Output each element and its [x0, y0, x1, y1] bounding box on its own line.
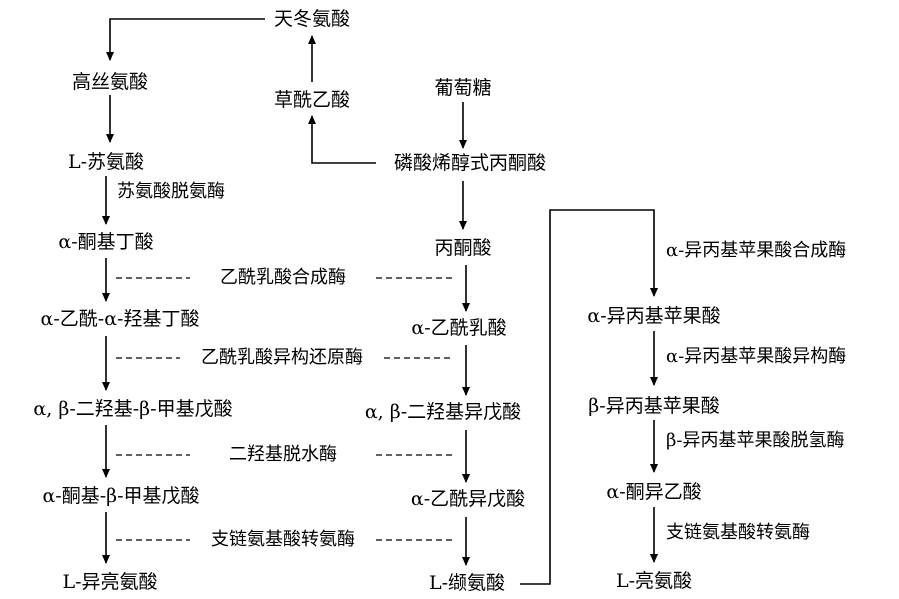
enzyme-acetolactate-isomeroreductase: 乙酰乳酸异构还原酶	[200, 346, 364, 370]
node-beta-isopropylmalate: β-异丙基苹果酸	[587, 394, 721, 418]
node-threonine: L-苏氨酸	[66, 150, 146, 174]
node-phosphoenolpyruvate: 磷酸烯醇式丙酮酸	[392, 151, 548, 175]
enzyme-ipm-dehydrogenase: β-异丙基苹果酸脱氢酶	[665, 429, 846, 453]
arrow-valine-to-isopropylmalate	[520, 209, 658, 585]
node-aspartate: 天冬氨酸	[272, 7, 352, 31]
node-glucose: 葡萄糖	[433, 76, 493, 100]
node-oxaloacetate: 草酰乙酸	[272, 88, 352, 112]
node-ketobutyrate: α-酮基丁酸	[57, 230, 155, 254]
node-acetolactate: α-乙酰乳酸	[410, 316, 508, 340]
enzyme-bcaa-transaminase-right: 支链氨基酸转氨酶	[665, 521, 811, 545]
node-valine: L-缬氨酸	[427, 571, 507, 595]
enzyme-ipm-synthase: α-异丙基苹果酸合成酶	[665, 239, 848, 263]
node-dihydroxy-isovalerate: α, β-二羟基异戊酸	[363, 400, 523, 424]
arrow-pep-to-oxaloacetate	[308, 115, 376, 164]
enzyme-acetolactate-synthase: 乙酰乳酸合成酶	[219, 266, 347, 290]
node-pyruvate: 丙酮酸	[433, 236, 493, 260]
node-dihydroxy-methylvalerate: α, β-二羟基-β-甲基戊酸	[32, 397, 234, 421]
node-aceto-hydroxybutyrate: α-乙酰-α-羟基丁酸	[39, 307, 201, 331]
node-alpha-isopropylmalate: α-异丙基苹果酸	[586, 304, 722, 328]
enzyme-threonine-deaminase: 苏氨酸脱氨酶	[116, 180, 226, 204]
enzyme-ipm-isomerase: α-异丙基苹果酸异构酶	[665, 345, 848, 369]
enzyme-dihydroxy-dehydratase: 二羟基脱水酶	[228, 443, 338, 467]
node-homoserine: 高丝氨酸	[70, 70, 150, 94]
arrow-aspartate-to-homoserine	[106, 18, 265, 61]
node-isoleucine: L-异亮氨酸	[61, 570, 159, 594]
node-keto-methylvalerate: α-酮基-β-甲基戊酸	[41, 484, 201, 508]
node-leucine: L-亮氨酸	[614, 569, 694, 593]
node-aceto-isovalerate: α-乙酰异戊酸	[409, 487, 527, 511]
node-ketoisocaproate: α-酮异乙酸	[605, 480, 703, 504]
enzyme-bcaa-transaminase-left: 支链氨基酸转氨酶	[210, 528, 356, 552]
